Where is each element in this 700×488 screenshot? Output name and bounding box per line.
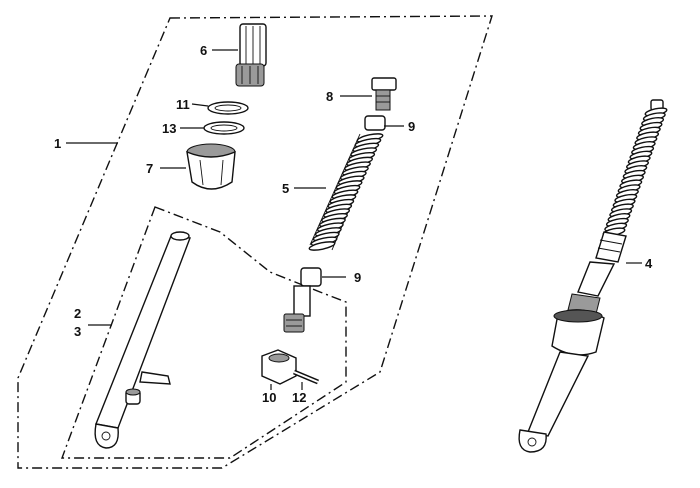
callout-3: 3: [74, 324, 81, 339]
callout-11: 11: [176, 97, 190, 112]
callout-6: 6: [200, 43, 207, 58]
callout-10: 10: [262, 390, 276, 405]
callout-12: 12: [292, 390, 306, 405]
callout-4: 4: [645, 256, 653, 271]
leader-lines: [66, 49, 642, 390]
callout-5: 5: [282, 181, 289, 196]
part-11-o-ring: [207, 101, 249, 115]
part-5-spring: [308, 133, 384, 251]
assembly-outline: [17, 15, 493, 469]
damper-rod: [283, 285, 311, 333]
part-8-adjuster-bolt: [371, 77, 397, 111]
spring-coil: [308, 241, 336, 251]
callout-9-lower: 9: [354, 270, 361, 285]
callout-2: 2: [74, 306, 81, 321]
part-10-nut: [261, 349, 297, 385]
callout-1: 1: [54, 136, 61, 151]
callout-7: 7: [146, 161, 153, 176]
sub-assembly-outline: [60, 206, 347, 459]
part-4-fork-assembly: [518, 99, 668, 453]
part-12-pin: [293, 369, 319, 385]
callout-8: 8: [326, 89, 333, 104]
part-13-ring: [203, 121, 245, 135]
part-9-lower-spacer: [300, 267, 322, 287]
part-6-top-bolt: [235, 23, 267, 87]
part-9-upper-spacer: [364, 115, 386, 131]
part-2-3-fork-tube: [94, 231, 191, 449]
callout-9-upper: 9: [408, 119, 415, 134]
part-7-dust-seal: [186, 143, 236, 190]
callout-13: 13: [162, 121, 176, 136]
